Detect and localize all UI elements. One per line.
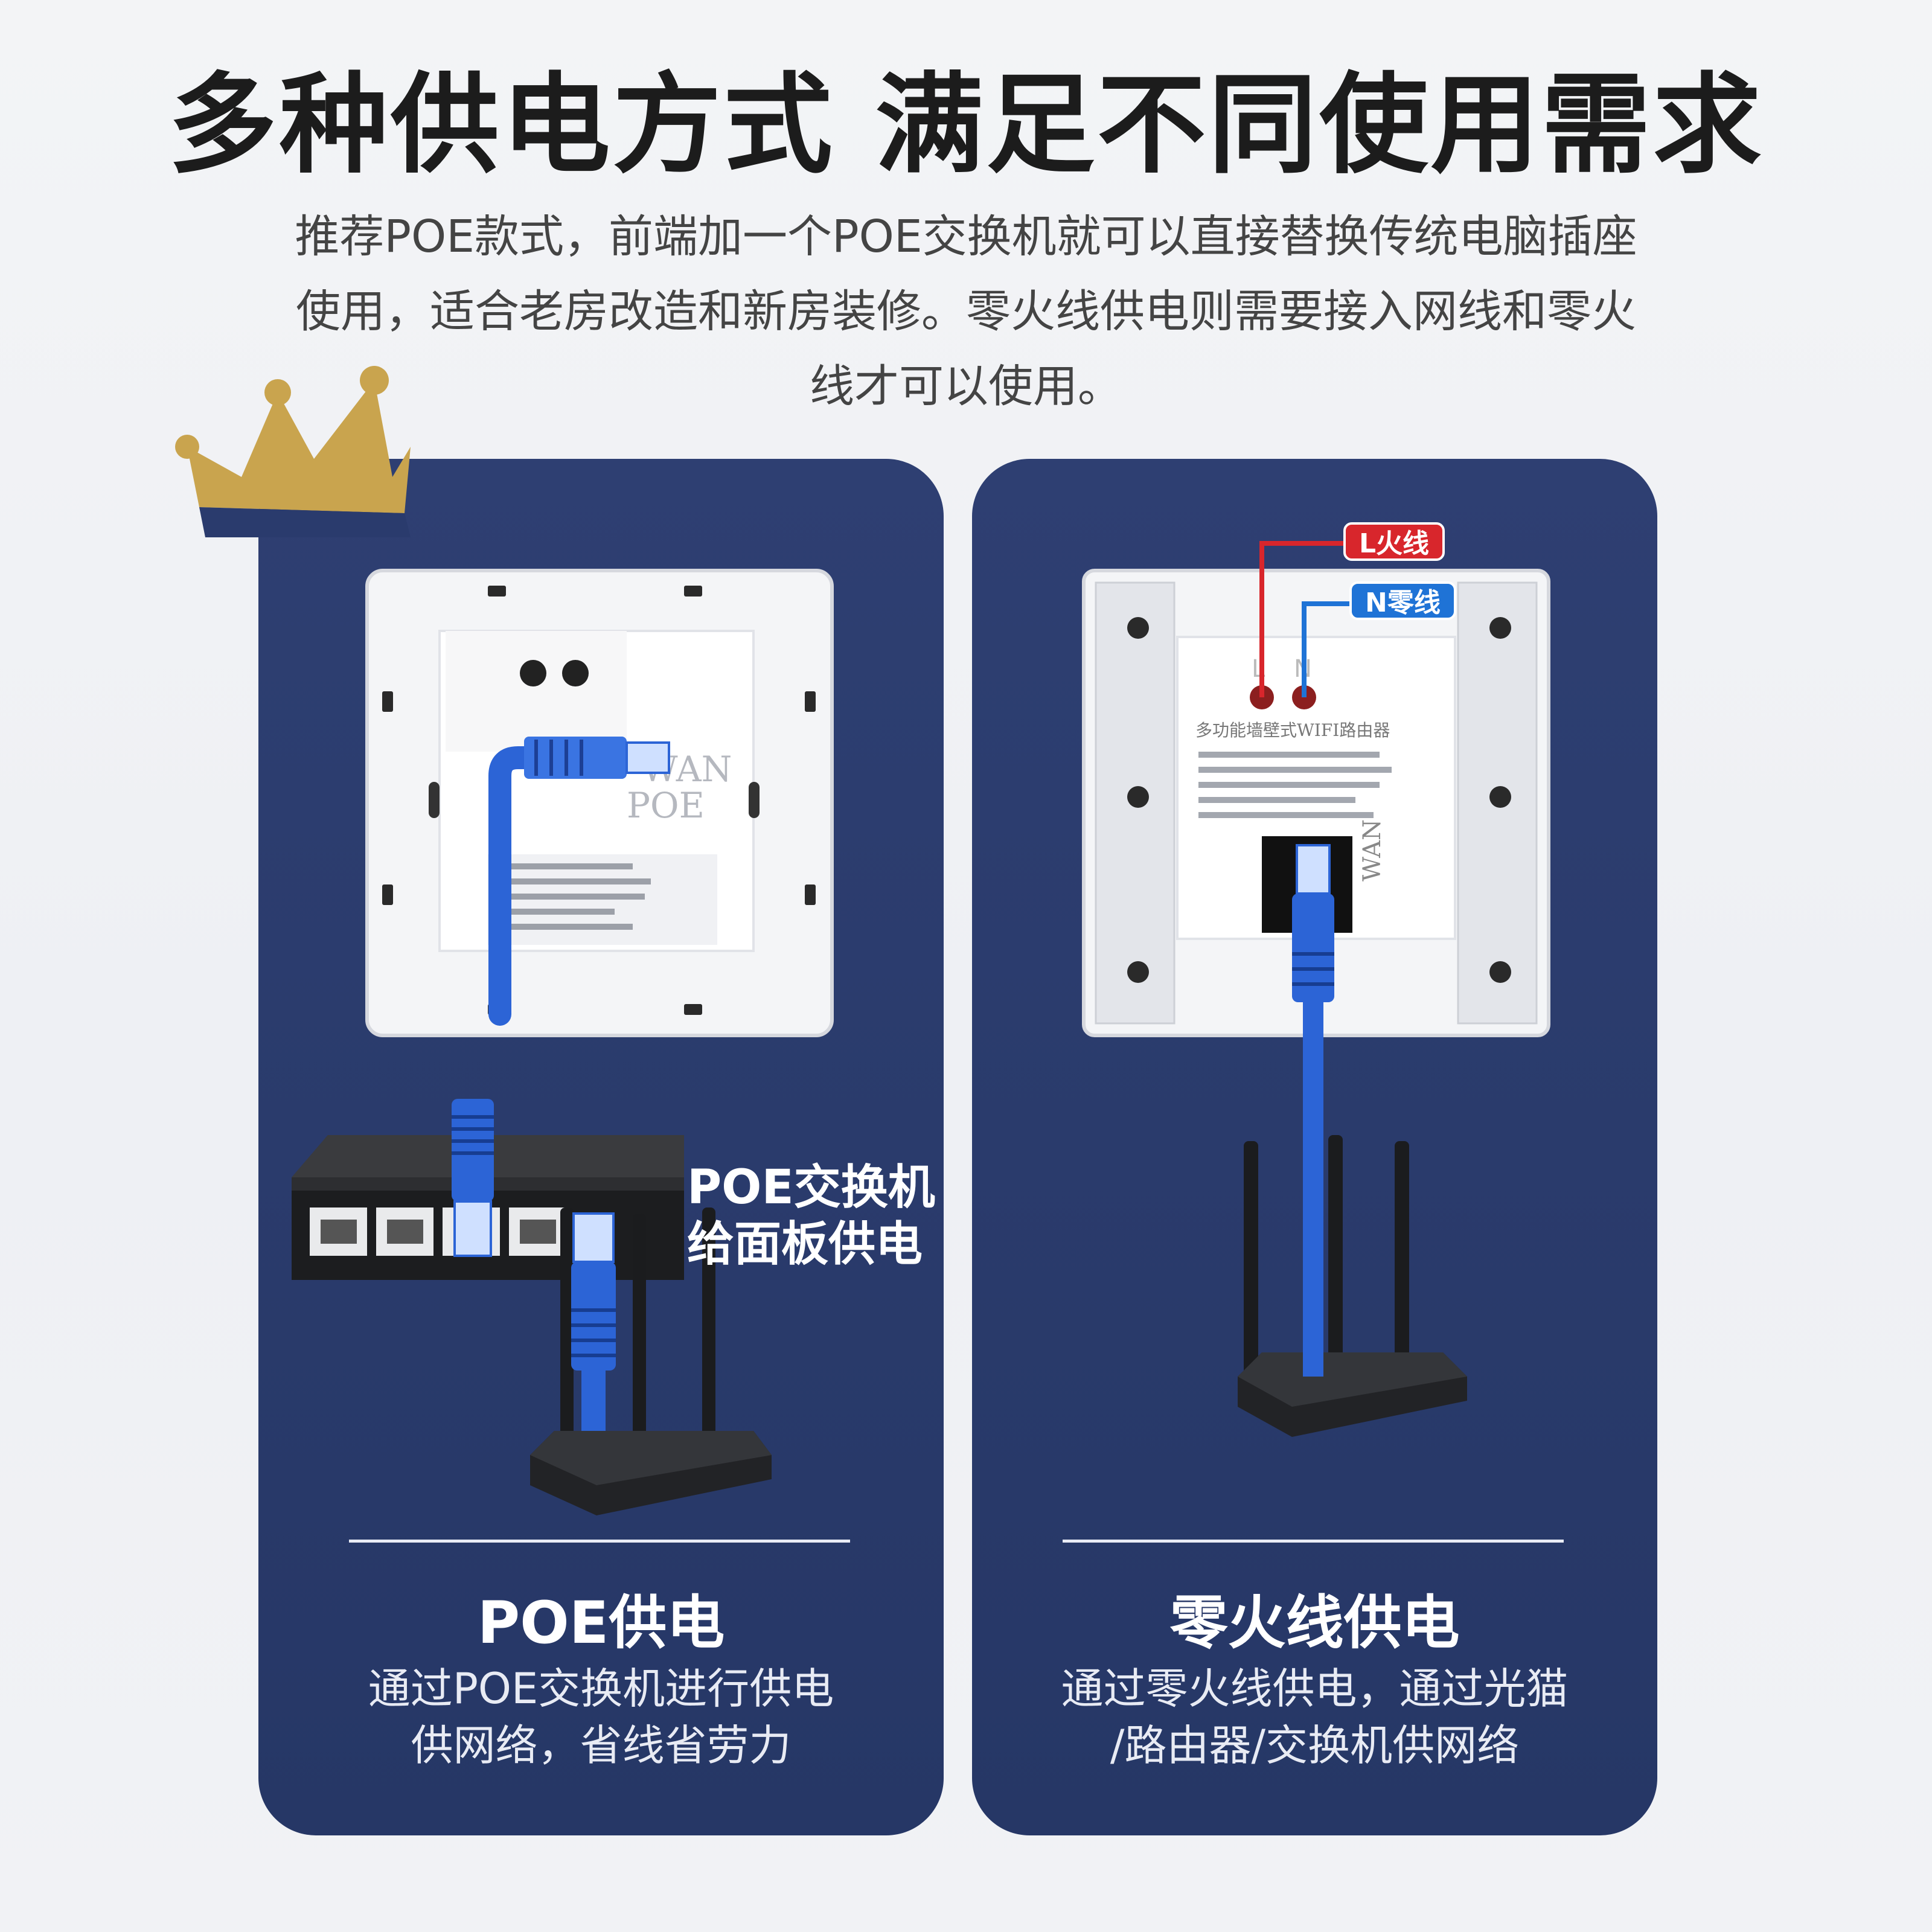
ethernet-cable-icon: [571, 1212, 616, 1431]
neutral-wire-tag: N零线: [1349, 581, 1456, 620]
poe-switch-callout: POE交换机 给面板供电: [687, 1159, 935, 1273]
live-wire-tag: L火线: [1343, 522, 1445, 561]
card-title: 零火线供电: [1169, 1589, 1460, 1657]
subtitle-line: 推荐POE款式，前端加一个POE交换机就可以直接替换传统电脑插座: [295, 211, 1637, 263]
crown-icon: [175, 366, 411, 537]
router-icon: [1238, 1135, 1467, 1437]
subtitle-line: 线才可以使用。: [810, 360, 1122, 412]
ethernet-cable-icon: [1292, 844, 1334, 1377]
subtitle: 推荐POE款式，前端加一个POE交换机就可以直接替换传统电脑插座 使用，适合老房…: [211, 199, 1721, 424]
router-icon: [530, 1208, 772, 1515]
divider: [1063, 1540, 1564, 1543]
poe-label: POE: [627, 785, 705, 826]
callout-line: POE交换机: [687, 1160, 935, 1215]
desc-line: 通过POE交换机进行供电: [368, 1664, 834, 1713]
wan-label: WAN: [1358, 819, 1386, 881]
panel-icon: [1082, 569, 1550, 1037]
page-title: 多种供电方式 满足不同使用需求: [168, 62, 1764, 188]
card-title: POE供电: [477, 1589, 725, 1657]
card-desc: 通过零火线供电，通过光猫 /路由器/交换机供网络: [972, 1660, 1657, 1774]
live-neutral-card: 多功能墙壁式WIFI路由器 L N WAN L火线 N零线 零火线供电 通过零火…: [972, 459, 1657, 1835]
ethernet-cable-icon: [488, 737, 670, 1026]
poe-card: WAN POE: [258, 459, 944, 1835]
ethernet-cable-icon: [452, 1099, 494, 1257]
callout-line: 给面板供电: [687, 1217, 923, 1271]
card-desc: 通过POE交换机进行供电 供网络，省线省劳力: [258, 1660, 944, 1774]
divider: [349, 1540, 850, 1543]
live-wire: [1259, 541, 1377, 697]
subtitle-line: 使用，适合老房改造和新房装修。零火线供电则需要接入网线和零火: [296, 286, 1636, 337]
desc-line: 通过零火线供电，通过光猫: [1061, 1664, 1569, 1713]
panel-device-label: 多功能墙壁式WIFI路由器: [1195, 720, 1390, 740]
panel-icon: [365, 569, 834, 1037]
desc-line: /路由器/交换机供网络: [1110, 1721, 1520, 1770]
desc-line: 供网络，省线省劳力: [411, 1721, 792, 1770]
